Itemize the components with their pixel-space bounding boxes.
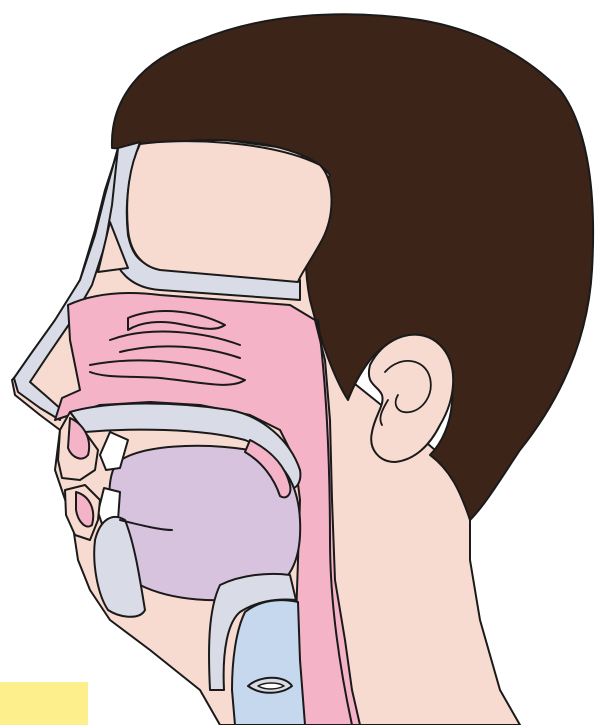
larynx-airway — [232, 600, 305, 725]
brain-outline — [127, 141, 331, 282]
highlight-block — [0, 682, 88, 725]
vocal-cords-inner — [258, 683, 284, 689]
